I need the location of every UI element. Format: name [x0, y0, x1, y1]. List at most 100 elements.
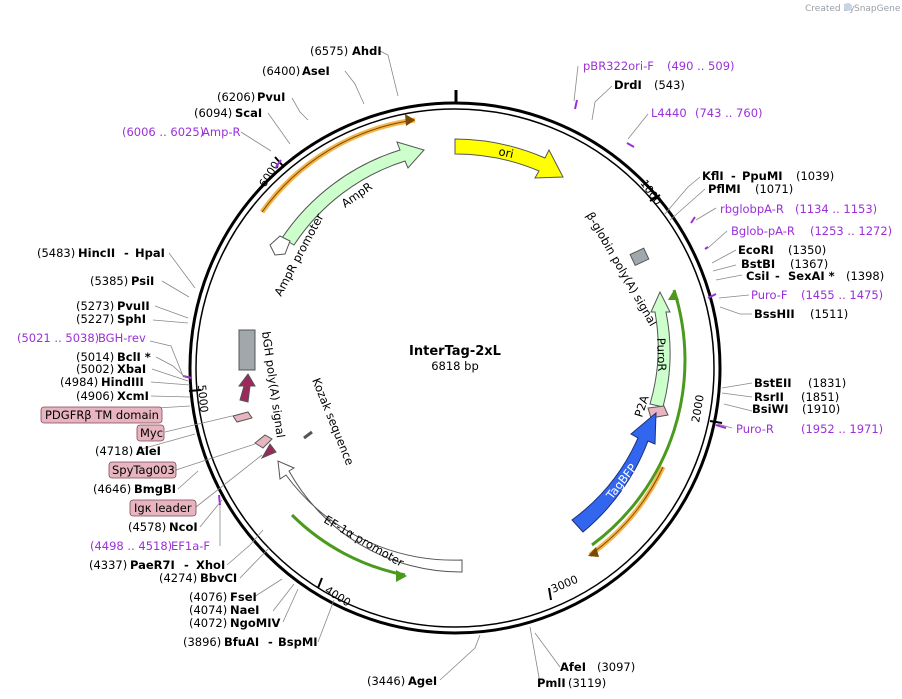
svg-text:BfuAI: BfuAI	[224, 635, 259, 649]
enzyme-pos: (6575)	[310, 44, 348, 58]
svg-text:(5385): (5385)	[90, 274, 128, 288]
svg-text:AleI: AleI	[136, 444, 161, 458]
svg-text:(6094): (6094)	[194, 106, 232, 120]
svg-text:Amp-R: Amp-R	[202, 125, 241, 139]
ef1a-promoter-feature[interactable]	[277, 460, 463, 573]
plasmid-size: 6818 bp	[431, 359, 479, 373]
svg-text:(5014): (5014)	[76, 350, 114, 364]
pdgfr-box-label: PDGFRβ TM domain	[45, 408, 159, 422]
svg-text:(4578): (4578)	[128, 520, 166, 534]
spytag-box-label: SpyTag003	[112, 463, 175, 477]
svg-text:AgeI: AgeI	[408, 674, 437, 688]
svg-text:BssHII: BssHII	[754, 307, 795, 321]
svg-text:HincII: HincII	[78, 246, 115, 260]
svg-text:PpuMI: PpuMI	[742, 169, 783, 183]
svg-text:(4646): (4646)	[93, 482, 131, 496]
bgh-label: bGH poly(A) signal	[259, 330, 288, 438]
svg-text:BbvCI: BbvCI	[200, 571, 237, 585]
svg-text:(1253 .. 1272): (1253 .. 1272)	[810, 224, 892, 238]
svg-text:EcoRI: EcoRI	[738, 243, 774, 257]
pdgfr-arrow[interactable]	[238, 373, 256, 403]
svg-text:AfeI: AfeI	[560, 660, 586, 674]
svg-text:PvuII: PvuII	[117, 299, 150, 313]
svg-text:BmgBI: BmgBI	[134, 482, 176, 496]
svg-text:DrdI: DrdI	[614, 78, 642, 92]
svg-text:(3097): (3097)	[597, 660, 635, 674]
svg-text:-: -	[731, 169, 736, 183]
svg-text:NcoI: NcoI	[169, 520, 198, 534]
svg-text:Puro-F: Puro-F	[751, 288, 788, 302]
svg-text:(5483): (5483)	[37, 246, 75, 260]
plasmid-name: InterTag-2xL	[409, 344, 501, 359]
svg-text:SphI: SphI	[117, 312, 146, 326]
svg-text:(1134 .. 1153): (1134 .. 1153)	[795, 202, 877, 216]
beta-globin-polya-box[interactable]	[629, 247, 650, 267]
svg-text:(3446): (3446)	[367, 674, 405, 688]
svg-text:(1851): (1851)	[801, 390, 839, 404]
svg-text:Bglob-pA-R: Bglob-pA-R	[731, 224, 795, 238]
beta-globin-label: β-globin poly(A) signal	[583, 210, 660, 329]
svg-text:(1455 .. 1475): (1455 .. 1475)	[801, 288, 883, 302]
svg-text:(1831): (1831)	[808, 376, 846, 390]
svg-text:BstBI: BstBI	[741, 257, 775, 271]
p2a-label: P2A	[632, 393, 652, 418]
ef1a-label: EF-1α promoter	[322, 512, 407, 569]
tick-5000: 5000	[195, 384, 210, 413]
svg-text:(1952 .. 1971): (1952 .. 1971)	[801, 422, 883, 436]
svg-text:XhoI: XhoI	[196, 558, 225, 572]
svg-text:(4906): (4906)	[76, 389, 114, 403]
svg-text:BspMI: BspMI	[278, 635, 318, 649]
svg-text:SnapGene: SnapGene	[854, 4, 901, 14]
svg-text:(3119): (3119)	[568, 676, 606, 690]
svg-text:AseI: AseI	[302, 64, 330, 78]
svg-text:-: -	[268, 635, 273, 649]
svg-text:NgoMIV: NgoMIV	[230, 616, 280, 630]
svg-text:(5021 .. 5038): (5021 .. 5038)	[17, 331, 99, 345]
svg-text:(1039): (1039)	[796, 169, 834, 183]
igk-box-label: Igκ leader	[134, 501, 192, 515]
ampr-feature[interactable]	[281, 141, 425, 246]
svg-text:(1910): (1910)	[802, 402, 840, 416]
svg-text:pBR322ori-F: pBR322ori-F	[583, 59, 654, 73]
myc-box[interactable]	[232, 411, 253, 423]
svg-text:PaeR7I: PaeR7I	[130, 558, 175, 572]
svg-text:(5227): (5227)	[76, 312, 114, 326]
p2a-box[interactable]	[647, 405, 669, 419]
svg-text:PmlI: PmlI	[537, 676, 566, 690]
svg-text:BGH-rev: BGH-rev	[98, 331, 146, 345]
svg-text:HindIII: HindIII	[101, 375, 144, 389]
svg-text:XbaI: XbaI	[117, 362, 146, 376]
svg-text:(4498 .. 4518): (4498 .. 4518)	[90, 539, 172, 553]
ampr-promoter-arrow[interactable]	[269, 235, 291, 256]
svg-text:HpaI: HpaI	[135, 246, 165, 260]
svg-text:L4440: L4440	[651, 106, 687, 120]
primer-marks	[182, 99, 727, 506]
svg-text:PsiI: PsiI	[131, 274, 154, 288]
ori-feature[interactable]	[454, 138, 564, 179]
green-arc-bottom	[290, 513, 406, 577]
tagbfp-feature[interactable]	[571, 411, 657, 533]
svg-text:(5002): (5002)	[76, 362, 114, 376]
svg-text:(6206): (6206)	[217, 90, 255, 104]
svg-text:(543): (543)	[654, 78, 685, 92]
tick-1000: 1000	[638, 177, 665, 207]
svg-text:-: -	[775, 269, 780, 283]
bgh-polya-box[interactable]	[238, 329, 256, 371]
svg-text:(490 .. 509): (490 .. 509)	[667, 59, 735, 73]
svg-text:(4718): (4718)	[95, 444, 133, 458]
primer-labels: pBR322ori-F (490 .. 509) L4440 (743 .. 7…	[17, 59, 892, 553]
enzyme-name: AhdI	[352, 44, 382, 58]
kozak-label: Kozak sequence	[309, 376, 357, 467]
svg-text:Created by: Created by	[805, 4, 855, 14]
svg-text:PflMI: PflMI	[708, 182, 741, 196]
igk-arrow[interactable]	[260, 443, 277, 460]
enzyme-labels: (6575) AhdI (6400) AseI (6206) PvuI (609…	[37, 44, 884, 690]
svg-text:Puro-R: Puro-R	[736, 422, 774, 436]
svg-text:BstEII: BstEII	[754, 376, 792, 390]
svg-text:BsiWI: BsiWI	[752, 402, 789, 416]
spytag-box[interactable]	[254, 434, 273, 449]
svg-text:XcmI: XcmI	[117, 389, 149, 403]
svg-text:(4076): (4076)	[189, 590, 227, 604]
svg-text:(1350): (1350)	[788, 243, 826, 257]
